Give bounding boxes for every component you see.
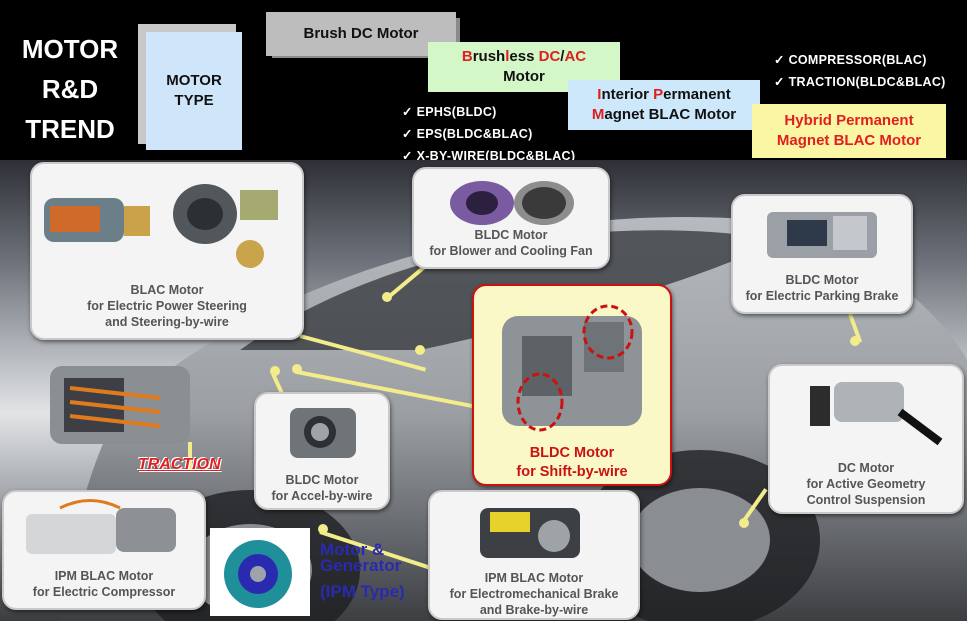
generator-line-3: (IPM Type) <box>320 582 405 601</box>
generator-line-1: Motor & <box>320 540 385 559</box>
check-item-traction: ✓ TRACTION(BLDC&BLAC) <box>774 75 946 89</box>
ipm-line-2: Magnet BLAC Motor <box>591 106 737 123</box>
motor-type-line-1: MOTOR <box>166 72 222 89</box>
trend-title-line-1: MOTOR <box>21 34 119 64</box>
blower-motor-image <box>450 181 574 225</box>
traction-motor-image <box>40 358 210 454</box>
motor-type-line-2: TYPE <box>174 92 214 109</box>
header: MOTOR R&D TREND MOTOR TYPE Brush DC Moto… <box>0 0 967 163</box>
generator-label: Motor & Generator (IPM Type) <box>320 540 405 601</box>
brushless-line-1: Brushless DC/AC <box>461 48 587 65</box>
brush-dc-label: Brush DC Motor <box>303 25 419 42</box>
check-item-eps: ✓ EPS(BLDC&BLAC) <box>402 127 533 141</box>
hybrid-motor-box: Hybrid Permanent Magnet BLAC Motor <box>752 104 946 158</box>
leader-dot-parking <box>850 336 860 346</box>
eps-motor-image <box>44 184 278 268</box>
compressor-motor-image <box>26 499 176 554</box>
shift-by-wire-motor-image <box>502 304 642 432</box>
suspension-motor-image <box>810 382 943 446</box>
parking-brake-motor-image <box>767 212 877 258</box>
trend-title-line-2: R&D <box>41 74 99 104</box>
hybrid-line-2: Magnet BLAC Motor <box>776 132 922 149</box>
leader-dot-suspension <box>739 518 749 528</box>
leader-dot-brake <box>318 524 328 534</box>
traction-label: TRACTION <box>138 456 221 473</box>
leader-dot-accel <box>270 366 280 376</box>
ipm-motor-box: Interior Permanent Magnet BLAC Motor <box>568 80 760 130</box>
hybrid-line-1: Hybrid Permanent <box>784 112 914 129</box>
accel-motor-image <box>290 408 356 458</box>
check-item-compressor: ✓ COMPRESSOR(BLAC) <box>774 53 927 67</box>
brush-dc-motor-box: Brush DC Motor <box>266 12 456 56</box>
trend-title-line-3: TREND <box>25 114 115 144</box>
check-item-x-by-wire: ✓ X-BY-WIRE(BLDC&BLAC) <box>402 149 576 163</box>
generator-image <box>210 528 310 616</box>
leader-dot-blower <box>382 292 392 302</box>
motor-type-box: MOTOR TYPE <box>146 32 242 150</box>
generator-line-2: Generator <box>320 556 402 575</box>
brake-motor-image <box>480 508 580 558</box>
check-item-ephs: ✓ EPHS(BLDC) <box>402 105 497 119</box>
ipm-line-1: Interior Permanent <box>597 86 731 103</box>
brushless-line-2: Motor <box>503 68 545 85</box>
leader-dot-eps <box>415 345 425 355</box>
leader-dot-shift <box>292 364 302 374</box>
